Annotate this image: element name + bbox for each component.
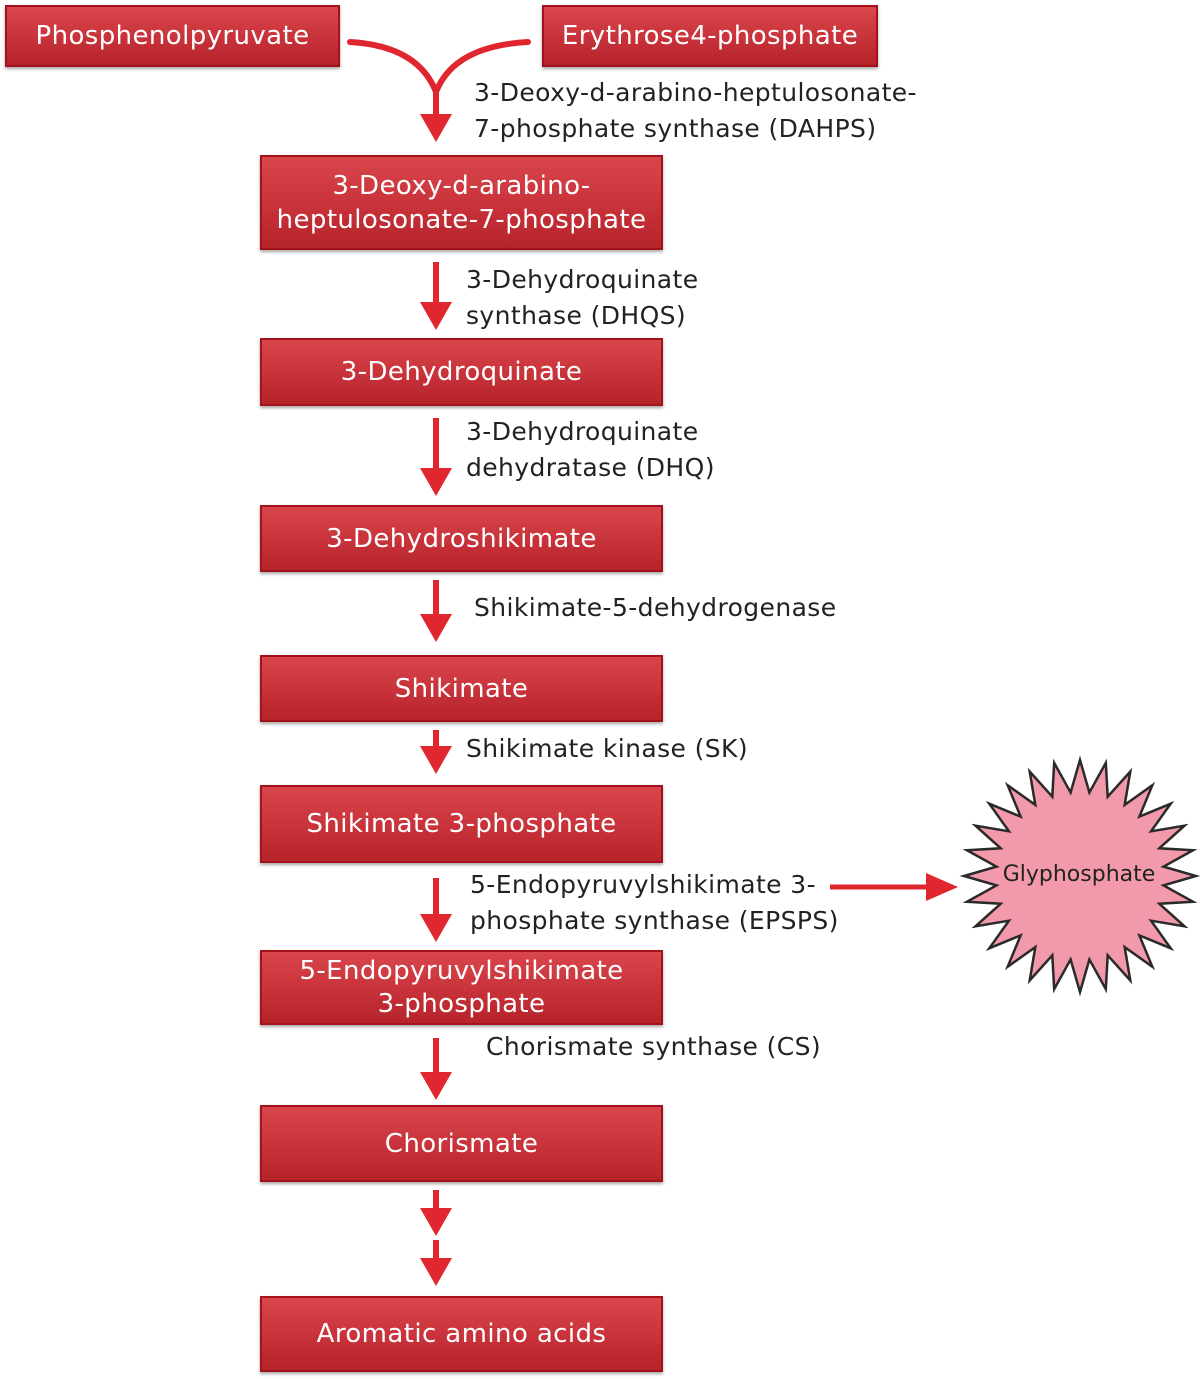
- enzyme-line2: phosphate synthase (EPSPS): [470, 906, 839, 935]
- node-dahp: 3-Deoxy-d-arabino- heptulosonate-7-phosp…: [260, 155, 663, 250]
- node-phosphenolpyruvate: Phosphenolpyruvate: [5, 5, 340, 67]
- arrow-sdh: [420, 580, 452, 642]
- enzyme-line2: 7-phosphate synthase (DAHPS): [474, 114, 877, 143]
- node-label: Erythrose4-phosphate: [561, 21, 859, 51]
- node-label-line1: 3-Deoxy-d-arabino-: [332, 170, 591, 201]
- node-shikimate: Shikimate: [260, 655, 663, 722]
- enzyme-sk: Shikimate kinase (SK): [466, 731, 748, 767]
- node-label-line2: heptulosonate-7-phosphate: [276, 204, 647, 235]
- enzyme-line2: synthase (DHQS): [466, 301, 687, 330]
- node-epsp: 5-Endopyruvylshikimate 3-phosphate: [260, 950, 663, 1025]
- node-label: Chorismate: [384, 1128, 539, 1159]
- enzyme-line1: 3-Dehydroquinate: [466, 417, 699, 446]
- node-shikimate-3-phosphate: Shikimate 3-phosphate: [260, 785, 663, 863]
- arrow-chorismate-2: [420, 1240, 452, 1286]
- arrow-epsps: [420, 878, 452, 942]
- enzyme-line1: 3-Deoxy-d-arabino-heptulosonate-: [474, 78, 917, 107]
- node-label-line1: 5-Endopyruvylshikimate: [299, 955, 624, 986]
- enzyme-line2: dehydratase (DHQ): [466, 453, 715, 482]
- arrow-dhq: [420, 418, 452, 496]
- node-label: Shikimate 3-phosphate: [306, 809, 617, 839]
- enzyme-dhqs: 3-Dehydroquinate synthase (DHQS): [466, 262, 699, 334]
- enzyme-dhq: 3-Dehydroquinate dehydratase (DHQ): [466, 414, 715, 486]
- starburst-icon: [959, 755, 1200, 997]
- node-label: 3-Dehydroquinate: [340, 357, 583, 387]
- arrow-chorismate-1: [420, 1190, 452, 1236]
- enzyme-line1: Chorismate synthase (CS): [486, 1032, 822, 1061]
- enzyme-epsps: 5-Endopyruvylshikimate 3- phosphate synt…: [470, 867, 839, 939]
- arrow-dahps: [420, 90, 452, 142]
- enzyme-dahps: 3-Deoxy-d-arabino-heptulosonate- 7-phosp…: [474, 75, 917, 147]
- node-erythrose4-phosphate: Erythrose4-phosphate: [542, 5, 878, 67]
- arrow-cs: [420, 1038, 452, 1100]
- enzyme-line1: Shikimate kinase (SK): [466, 734, 748, 763]
- arrow-to-inhibitor: [830, 873, 958, 901]
- node-label-line2: 3-phosphate: [377, 988, 546, 1019]
- node-label: Shikimate: [394, 673, 529, 704]
- merge-curve-right: [433, 39, 531, 95]
- node-3-dehydroquinate: 3-Dehydroquinate: [260, 338, 663, 406]
- inhibitor-glyphosphate-label: Glyphosphate: [1002, 862, 1156, 887]
- enzyme-cs: Chorismate synthase (CS): [486, 1029, 821, 1065]
- merge-curve-left: [347, 39, 439, 95]
- node-label: Aromatic amino acids: [316, 1319, 607, 1349]
- arrow-sk: [420, 730, 452, 774]
- node-label: 3-Dehydroshikimate: [326, 523, 597, 554]
- enzyme-line1: Shikimate-5-dehydrogenase: [474, 593, 837, 622]
- node-chorismate: Chorismate: [260, 1105, 663, 1182]
- enzyme-line1: 5-Endopyruvylshikimate 3-: [470, 870, 817, 899]
- enzyme-sdh: Shikimate-5-dehydrogenase: [474, 590, 837, 626]
- node-aromatic-amino-acids: Aromatic amino acids: [260, 1296, 663, 1372]
- arrow-dhqs: [420, 262, 452, 330]
- node-3-dehydroshikimate: 3-Dehydroshikimate: [260, 505, 663, 572]
- enzyme-line1: 3-Dehydroquinate: [466, 265, 699, 294]
- node-label: Phosphenolpyruvate: [35, 21, 310, 51]
